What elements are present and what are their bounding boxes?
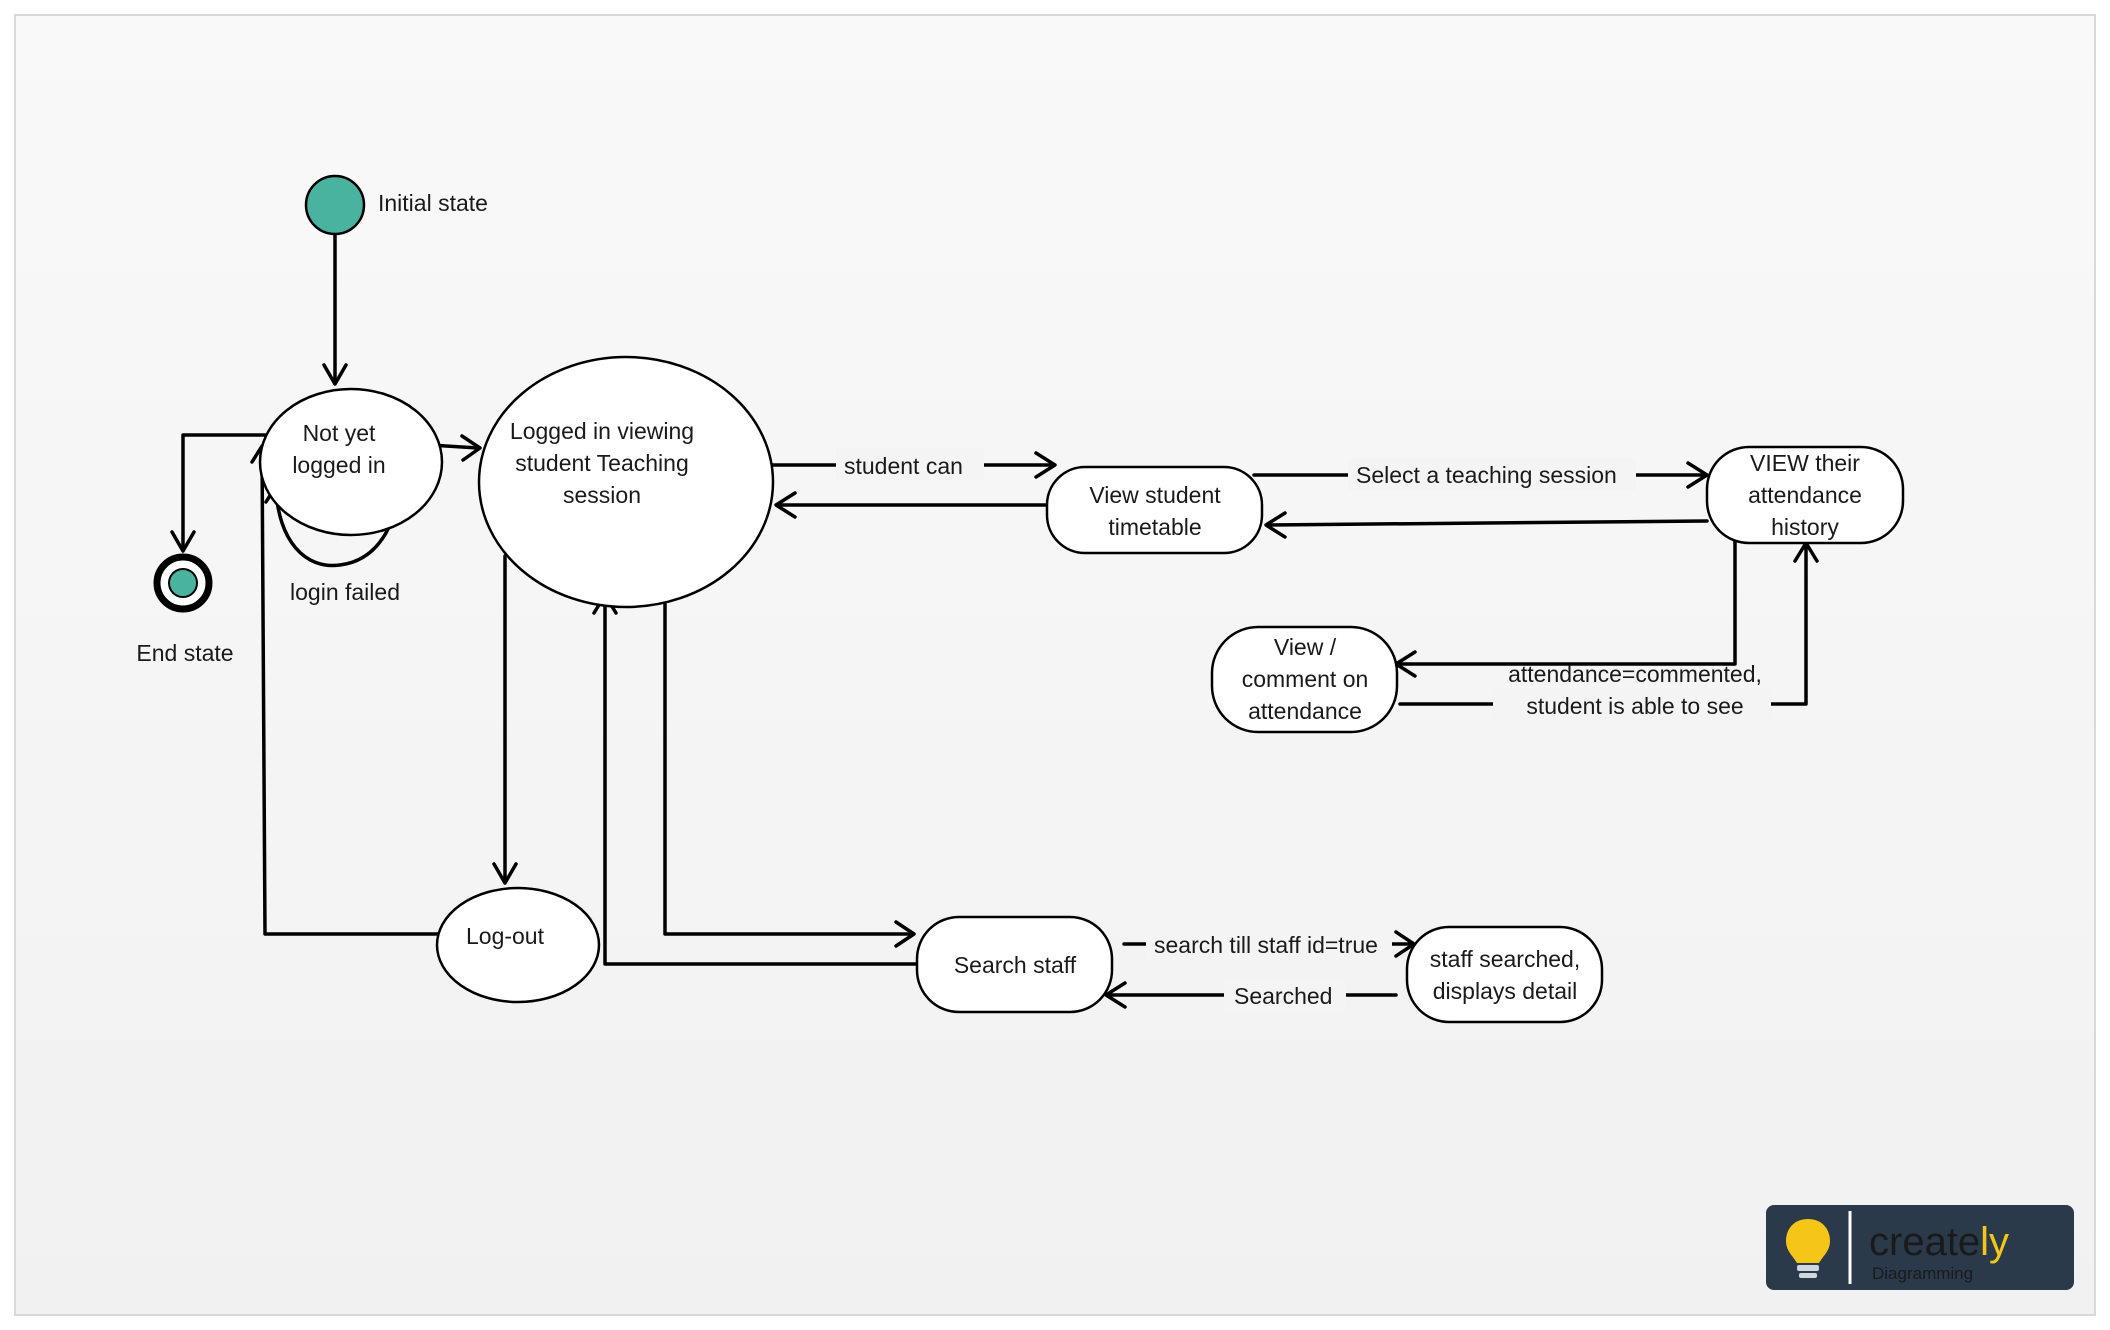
label-select-session: Select a teaching session [1356, 462, 1617, 488]
arrowhead [1034, 451, 1057, 479]
creately-logo-graphic: creately Diagramming [1766, 1205, 2074, 1290]
state-logged-in-line-1: Logged in viewing [510, 418, 694, 444]
state-view-timetable-line-2: timetable [1108, 514, 1201, 540]
arrowhead [1686, 461, 1709, 489]
edge-history-to-timetable [1265, 519, 1709, 527]
initial-state-label: Initial state [378, 190, 488, 216]
bulb-icon [1786, 1219, 1830, 1278]
end-state-core [168, 568, 198, 598]
logo-wordmark: creately [1869, 1220, 2009, 1264]
state-view-history [1705, 445, 1905, 545]
transition-labels: login failed student can Select a teachi… [290, 448, 1771, 1011]
label-student-can: student can [844, 453, 963, 479]
creately-logo: creately Diagramming [1766, 1205, 2074, 1290]
state-staff-searched-line-2: displays detail [1433, 978, 1577, 1004]
arrowhead [1264, 511, 1287, 539]
edge-search-staff-to-logged-in [603, 594, 920, 966]
state-view-timetable-line-1: View student [1089, 482, 1221, 508]
edge-logout-to-not-logged-in [260, 446, 440, 936]
state-logged-in-line-3: session [563, 482, 641, 508]
state-search-staff-label: Search staff [954, 952, 1077, 978]
logo-subtitle: Diagramming [1872, 1264, 1973, 1283]
connectors [170, 232, 1819, 1009]
state-view-history-line-3: history [1771, 514, 1839, 540]
state-not-logged-in-line-1: Not yet [303, 420, 376, 446]
state-view-history-line-2: attendance [1748, 482, 1862, 508]
state-not-logged-in-line-2: logged in [292, 452, 385, 478]
state-logout [435, 886, 601, 1004]
state-view-history-line-1: VIEW their [1750, 450, 1860, 476]
label-attendance-commented-line-2: student is able to see [1526, 693, 1743, 719]
state-staff-searched [1405, 925, 1604, 1024]
state-view-timetable [1045, 465, 1264, 555]
end-state-label: End state [136, 640, 233, 666]
state-search-staff [915, 915, 1114, 1014]
state-view-comment-line-1: View / [1274, 634, 1337, 660]
state-not-logged-in [258, 387, 444, 537]
initial-state-node [304, 174, 366, 236]
state-logout-label: Log-out [466, 923, 545, 949]
edge-not-logged-in-to-end [181, 433, 267, 552]
state-view-comment [1210, 625, 1399, 734]
label-search-till: search till staff id=true [1154, 932, 1378, 958]
arrowhead [460, 434, 482, 462]
arrowhead [1104, 981, 1127, 1009]
state-logged-in-line-2: student Teaching [515, 450, 689, 476]
arrowhead [170, 530, 196, 553]
states: Initial state End state Not yet logged i… [136, 174, 1905, 1024]
state-view-comment-line-2: comment on [1242, 666, 1369, 692]
label-searched: Searched [1234, 983, 1332, 1009]
edge-history-to-comment [1395, 538, 1737, 666]
arrowhead [774, 491, 797, 519]
arrowhead [492, 862, 518, 885]
diagram-canvas [14, 14, 2096, 1316]
arrowhead [894, 920, 916, 948]
label-login-failed: login failed [290, 579, 400, 605]
state-logged-in [477, 355, 775, 609]
state-view-comment-line-3: attendance [1248, 698, 1362, 724]
arrowhead [322, 363, 348, 386]
state-staff-searched-line-1: staff searched, [1430, 946, 1580, 972]
edge-logged-in-to-search-staff [663, 552, 915, 936]
label-attendance-commented-line-1: attendance=commented, [1508, 661, 1762, 687]
